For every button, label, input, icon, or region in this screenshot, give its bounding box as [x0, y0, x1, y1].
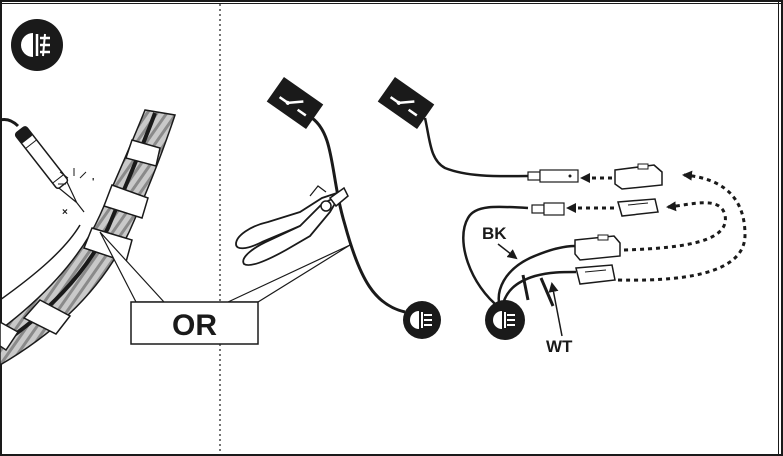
fog-light-wire: [462, 205, 529, 309]
wt-pointer-arrow: [548, 282, 563, 337]
or-label: OR: [172, 309, 217, 342]
wire-split-mark: [521, 274, 530, 301]
connector-housing: [617, 198, 659, 217]
bk-pointer-arrow: [497, 243, 518, 260]
fog-light-icon: [403, 301, 441, 339]
connector-housing: [614, 163, 663, 190]
fog-light-icon: [485, 300, 525, 340]
bk-label: BK: [482, 224, 507, 243]
switch-icon: [266, 76, 324, 130]
fog-light-icon: [11, 19, 63, 71]
routing-arrow: [623, 201, 727, 252]
wire-cutter-icon: [235, 185, 349, 266]
female-terminal: [527, 169, 579, 183]
bk-wire: [497, 244, 576, 309]
svg-text:': ': [92, 177, 94, 188]
harness-connector: [574, 234, 621, 261]
switch-icon: [377, 76, 435, 130]
wire-split-mark: [539, 277, 555, 307]
male-terminal: [531, 202, 565, 216]
cut-wire: [311, 116, 406, 314]
wire-harness-bundle: [0, 109, 176, 366]
or-label-box: OR: [130, 301, 259, 345]
wt-wire: [500, 270, 577, 309]
routing-arrow: [617, 170, 747, 282]
harness-connector: [575, 264, 616, 285]
test-light-probe-icon: × ': [0, 118, 94, 218]
switch-wire: [423, 117, 529, 178]
svg-text:×: ×: [62, 207, 68, 218]
wt-label: WT: [546, 337, 573, 356]
